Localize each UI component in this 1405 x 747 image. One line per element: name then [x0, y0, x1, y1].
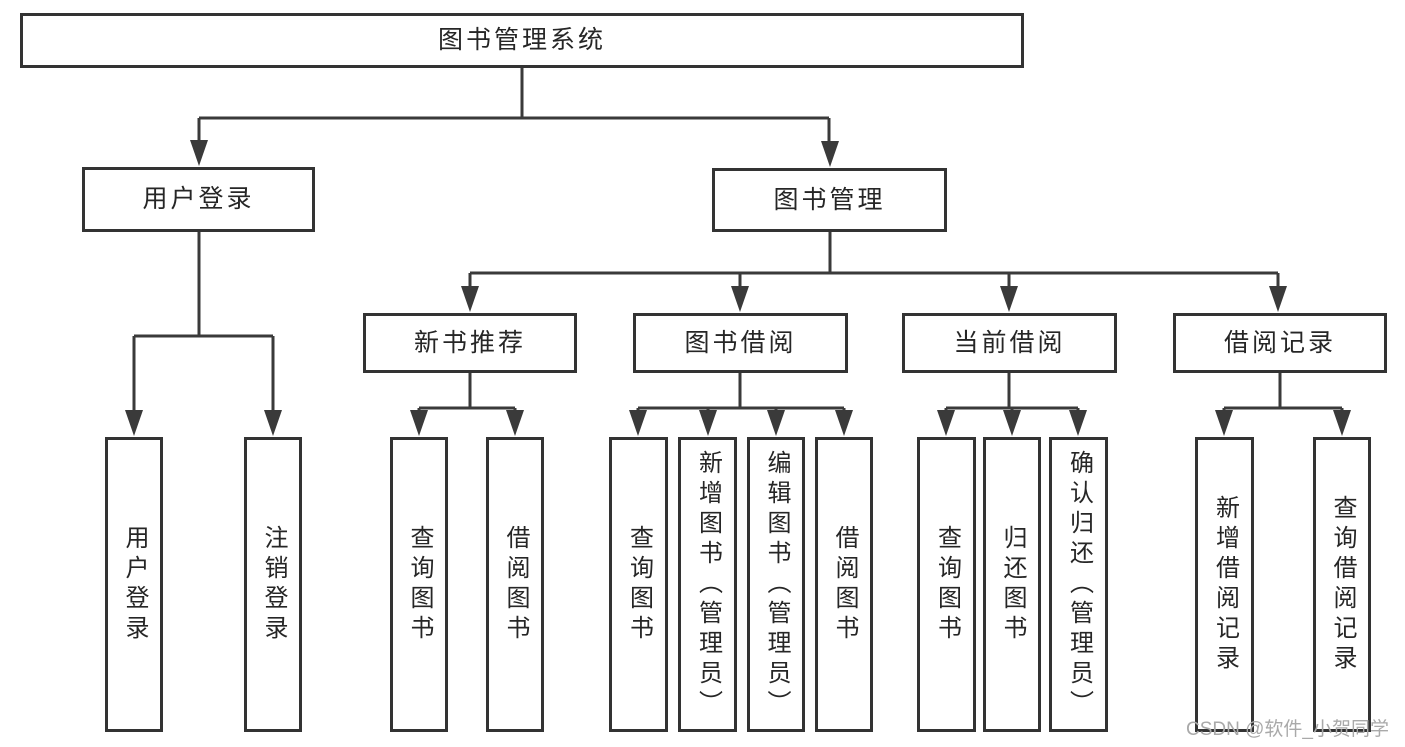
- arrow-down-icon: [1269, 286, 1287, 312]
- node-current-borrow: 当前借阅: [902, 313, 1117, 373]
- arrow-down-icon: [699, 410, 717, 436]
- leaf-br-query-record: 查询借阅记录: [1313, 437, 1371, 732]
- node-new-book-recommend: 新书推荐: [363, 313, 577, 373]
- arrow-down-icon: [1215, 410, 1233, 436]
- arrow-down-icon: [731, 286, 749, 312]
- leaf-bb-add-book-admin: 新增图书（管理员）: [678, 437, 737, 732]
- arrow-down-icon: [125, 410, 143, 436]
- arrow-down-icon: [821, 141, 839, 167]
- arrow-down-icon: [1000, 286, 1018, 312]
- leaf-nbr-query-book: 查询图书: [390, 437, 448, 732]
- arrow-down-icon: [937, 410, 955, 436]
- node-book-borrow: 图书借阅: [633, 313, 848, 373]
- leaf-br-add-record: 新增借阅记录: [1195, 437, 1254, 732]
- arrow-down-icon: [410, 410, 428, 436]
- leaf-logout: 注销登录: [244, 437, 302, 732]
- leaf-cb-return-book: 归还图书: [983, 437, 1041, 732]
- arrow-down-icon: [629, 410, 647, 436]
- node-user-login: 用户登录: [82, 167, 315, 232]
- arrow-down-icon: [1069, 410, 1087, 436]
- arrow-down-icon: [835, 410, 853, 436]
- arrow-down-icon: [461, 286, 479, 312]
- node-borrow-record: 借阅记录: [1173, 313, 1387, 373]
- csdn-watermark: CSDN @软件_小贺同学: [1186, 719, 1389, 740]
- leaf-bb-query-book: 查询图书: [609, 437, 668, 732]
- arrow-down-icon: [264, 410, 282, 436]
- node-book-management: 图书管理: [712, 168, 947, 232]
- arrow-down-icon: [190, 140, 208, 166]
- leaf-user-login: 用户登录: [105, 437, 163, 732]
- arrow-down-icon: [506, 410, 524, 436]
- arrow-down-icon: [1333, 410, 1351, 436]
- leaf-nbr-borrow-book: 借阅图书: [486, 437, 544, 732]
- leaf-cb-confirm-return-admin: 确认归还（管理员）: [1049, 437, 1108, 732]
- arrow-down-icon: [767, 410, 785, 436]
- leaf-bb-edit-book-admin: 编辑图书（管理员）: [747, 437, 805, 732]
- node-root: 图书管理系统: [20, 13, 1024, 68]
- arrow-down-icon: [1003, 410, 1021, 436]
- leaf-cb-query-book: 查询图书: [917, 437, 976, 732]
- leaf-bb-borrow-book: 借阅图书: [815, 437, 873, 732]
